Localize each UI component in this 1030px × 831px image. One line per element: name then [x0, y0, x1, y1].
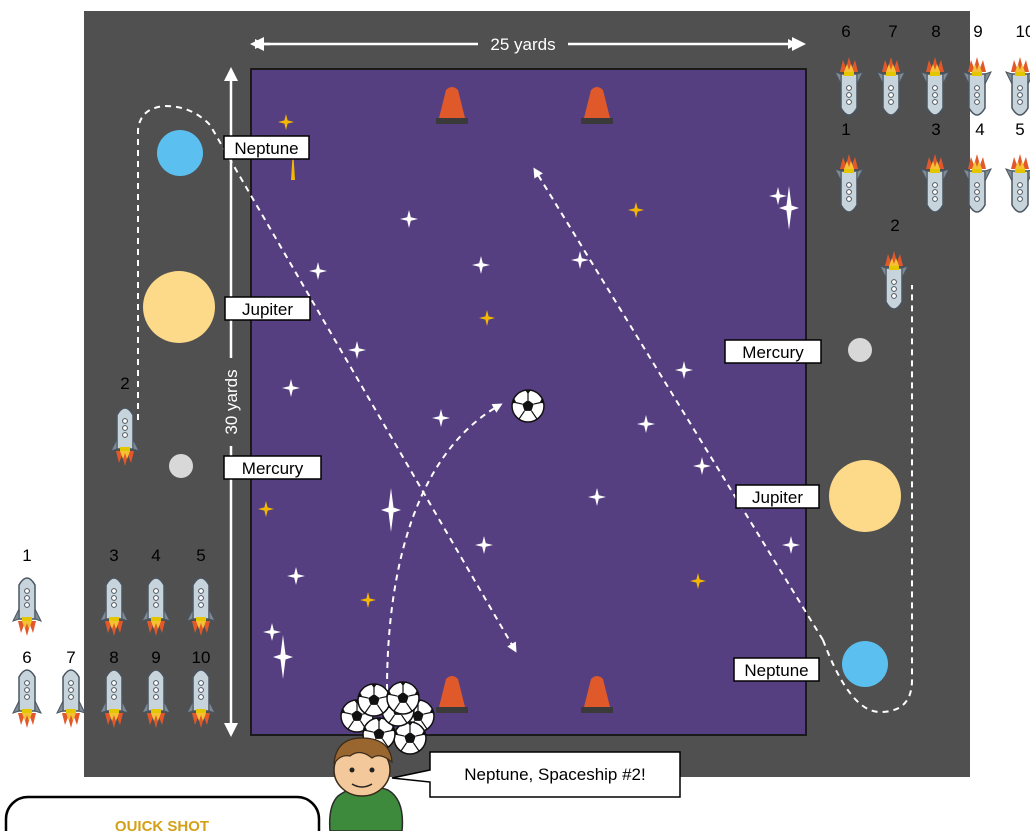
mercury-planet-left — [169, 454, 193, 478]
width-label: 25 yards — [490, 35, 555, 54]
neptune-planet-right — [842, 641, 888, 687]
panel-title: QUICK SHOT — [115, 818, 209, 831]
svg-text:Jupiter: Jupiter — [752, 488, 803, 507]
svg-text:8: 8 — [109, 648, 118, 667]
jupiter-planet-left — [143, 271, 215, 343]
soccer-ball-icon — [512, 390, 544, 422]
jupiter-planet-right — [829, 460, 901, 532]
svg-text:5: 5 — [196, 546, 205, 565]
speech-text: Neptune, Spaceship #2! — [464, 765, 645, 784]
svg-text:7: 7 — [888, 22, 897, 41]
planet-label-neptune-left: Neptune — [224, 136, 309, 159]
rocket-icon — [1006, 154, 1030, 212]
height-label: 30 yards — [222, 369, 241, 434]
svg-text:4: 4 — [975, 120, 984, 139]
rocket-icon — [13, 578, 41, 636]
neptune-planet-left — [157, 130, 203, 176]
svg-text:1: 1 — [22, 546, 31, 565]
svg-text:8: 8 — [931, 22, 940, 41]
svg-text:10: 10 — [192, 648, 211, 667]
rocket-icon — [57, 670, 85, 728]
planet-label-mercury-right: Mercury — [725, 340, 821, 363]
svg-text:Mercury: Mercury — [742, 343, 804, 362]
quick-shot-panel: QUICK SHOT — [6, 797, 319, 831]
svg-text:7: 7 — [66, 648, 75, 667]
svg-text:Neptune: Neptune — [234, 139, 298, 158]
planet-label-mercury-left: Mercury — [224, 456, 321, 479]
mercury-planet-right — [848, 338, 872, 362]
svg-text:9: 9 — [973, 22, 982, 41]
svg-text:6: 6 — [841, 22, 850, 41]
svg-text:9: 9 — [151, 648, 160, 667]
svg-text:3: 3 — [109, 546, 118, 565]
planet-label-jupiter-left: Jupiter — [225, 297, 310, 320]
svg-text:6: 6 — [22, 648, 31, 667]
svg-text:4: 4 — [151, 546, 160, 565]
svg-text:10: 10 — [1016, 22, 1030, 41]
svg-text:Jupiter: Jupiter — [242, 300, 293, 319]
rocket-icon — [1006, 57, 1030, 115]
svg-text:2: 2 — [120, 374, 129, 393]
svg-text:Mercury: Mercury — [242, 459, 304, 478]
rocket-icon — [13, 670, 41, 728]
svg-text:1: 1 — [841, 120, 850, 139]
svg-text:Neptune: Neptune — [744, 661, 808, 680]
svg-text:3: 3 — [931, 120, 940, 139]
planet-label-jupiter-right: Jupiter — [736, 485, 819, 508]
speech-bubble: Neptune, Spaceship #2! — [392, 752, 680, 797]
svg-text:5: 5 — [1015, 120, 1024, 139]
svg-text:2: 2 — [890, 216, 899, 235]
planet-label-neptune-right: Neptune — [734, 658, 819, 681]
